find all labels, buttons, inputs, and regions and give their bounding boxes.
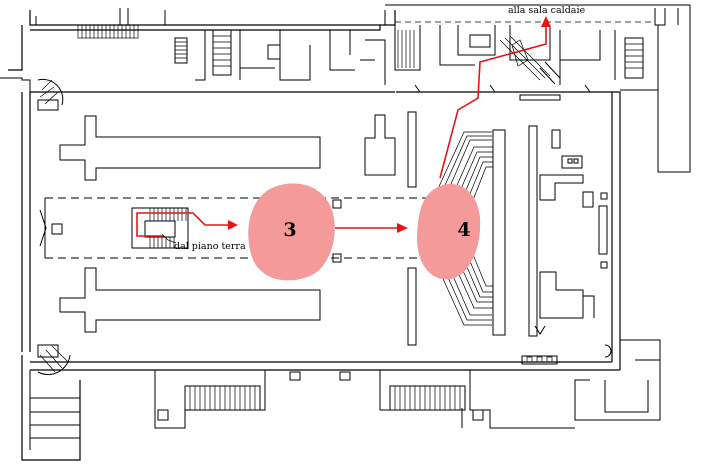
zone-4: 4 [416,183,481,280]
cross-shaped-pillars [59,115,321,333]
spiral-stair-bottom-left [37,344,71,375]
zone-3-area [248,183,335,281]
arrowhead-to-zone-3 [228,220,238,230]
route-from-stair [136,212,230,237]
arrowhead-to-zone-4 [397,223,408,233]
building-outline [0,4,691,461]
visitor-route [136,16,551,237]
arrowhead-to-boiler-room [541,16,551,27]
ground-floor-stair [131,207,189,249]
spiral-stair-top-left [37,78,64,111]
ground-floor-label: dal piano terra [174,241,246,252]
boiler-room-label: alla sala caldaie [508,5,585,16]
mid-fixtures [364,111,612,365]
ground-floor-leader [161,233,177,244]
route-to-boiler-room [439,26,547,179]
zone-4-label: 4 [457,219,470,241]
top-rooms [77,21,655,101]
zone-3: 3 [248,183,335,281]
zone-3-label: 3 [283,219,296,241]
zone-4-area [416,183,481,280]
central-nave-dashed [39,197,430,263]
bottom-stairs [157,371,484,421]
